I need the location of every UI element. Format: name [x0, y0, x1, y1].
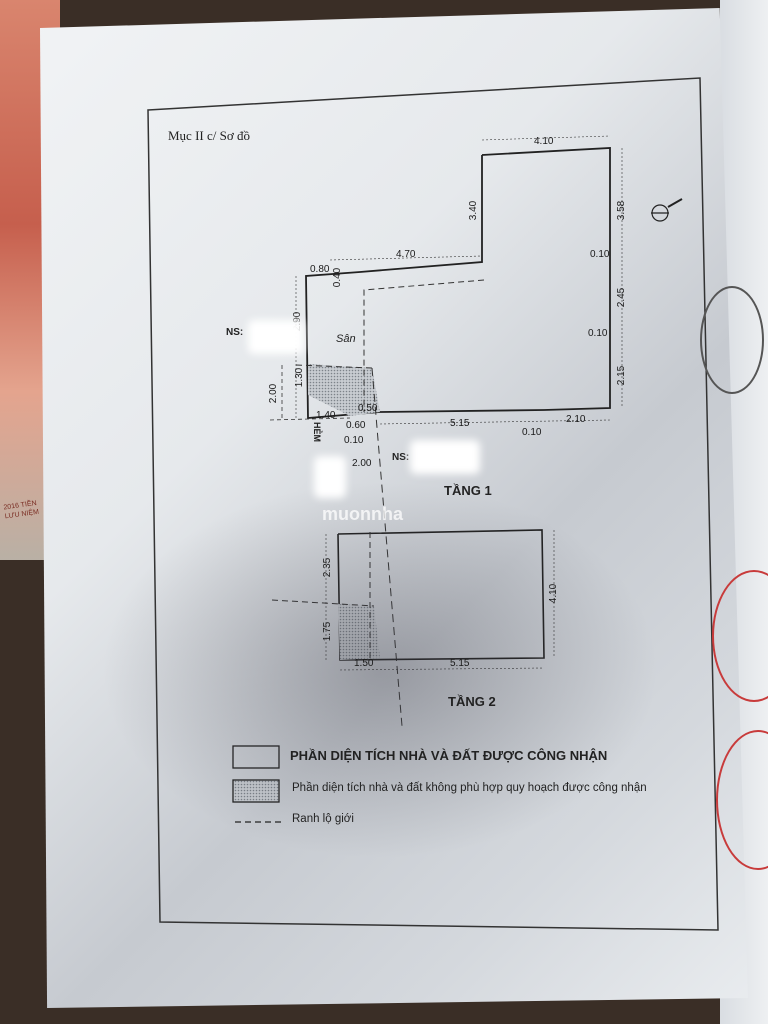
dim-corner-1: 1.40: [316, 410, 336, 421]
legend-recognized-box: [232, 745, 280, 769]
f2-dim-left-upper: 2.35: [322, 557, 334, 578]
dim-right-gap-1: 0.10: [590, 249, 610, 260]
floor1-label: TẦNG 1: [444, 483, 492, 498]
f2-dim-right: 4.10: [548, 583, 560, 604]
floor1-dashed-diagonal: [371, 367, 403, 727]
dim-alley-width: 2.00: [352, 458, 372, 469]
north-arrow-icon: [651, 198, 683, 222]
dim-corner-3: 0.60: [346, 420, 366, 431]
floor2-dashed-left: [271, 599, 375, 607]
dim-left-outer: 2.00: [268, 383, 280, 404]
dim-mid-width: 4.70: [396, 249, 416, 260]
floor1-corner-line: [269, 417, 351, 421]
floor2-hatched-area: [338, 604, 380, 660]
dim-right-mid: 2.45: [616, 287, 628, 308]
f2-dim-left-lower: 1.75: [322, 621, 334, 642]
floor1-hatched-area: [308, 364, 380, 416]
redaction-blur-2: [410, 440, 480, 474]
dim-top-width: 4.10: [534, 136, 554, 147]
legend-recognized-text: PHẦN DIỆN TÍCH NHÀ VÀ ĐẤT ĐƯỢC CÔNG NHẬN: [290, 748, 608, 763]
f2-dim-bottom-right: 5.15: [450, 658, 470, 669]
floor1-dashed-boundary: [363, 279, 485, 412]
legend-nonconforming-text: Phần diện tích nhà và đất không phù hợp …: [292, 782, 647, 794]
dim-right-lower: 2.15: [616, 365, 628, 386]
legend-nonconforming-box: [232, 779, 280, 803]
dim-right-gap-2: 0.10: [588, 328, 608, 339]
dim-bottom-main: 5.15: [450, 418, 470, 429]
paper-sheet: [40, 8, 748, 1008]
floor1-dashed-corner: [295, 364, 373, 369]
dim-left-step: 0.80: [310, 264, 330, 275]
dim-corner-4: 0.10: [344, 435, 364, 446]
floor2-label: TẦNG 2: [448, 694, 496, 709]
alley-label: HẺM: [312, 422, 322, 442]
redaction-blur-3: [314, 456, 346, 498]
legend-boundary-text: Ranh lộ giới: [292, 813, 354, 825]
dim-left-gap: 1.30: [294, 367, 306, 388]
neighbor-label-1: NS:: [226, 327, 244, 338]
seal-stamp-grey: [700, 286, 764, 394]
section-title: Mục II c/ Sơ đồ: [168, 128, 250, 143]
watermark-logo: muonnha: [322, 504, 403, 524]
f2-dim-bottom-left: 1.50: [354, 658, 374, 669]
dim-right-upper: 3.58: [616, 200, 628, 221]
dim-corner-2: 0.50: [358, 403, 378, 414]
yard-label: Sân: [336, 333, 356, 345]
dim-bottom-gap: 0.10: [522, 427, 542, 438]
dim-step-height: 0.40: [332, 267, 344, 288]
neighbor-label-2: NS:: [392, 452, 410, 463]
redaction-blur-1: [248, 320, 304, 354]
dim-inner-vertical: 3.40: [468, 200, 480, 221]
floor1-outline: [305, 147, 611, 419]
drawing-frame: [147, 77, 719, 931]
dim-bottom-right: 2.10: [566, 414, 586, 425]
